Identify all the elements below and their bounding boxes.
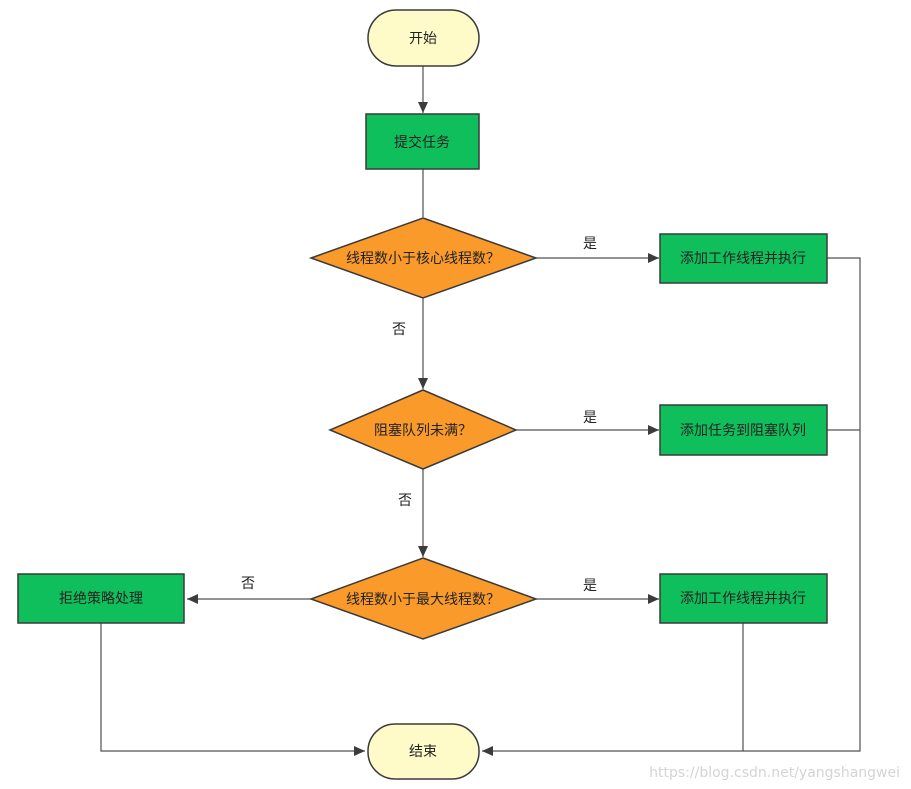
edge-label-no-3: 否 — [241, 576, 255, 592]
decision-max-threads-label: 线程数小于最大线程数？ — [346, 592, 500, 608]
add-worker-label-2: 添加工作线程并执行 — [680, 591, 806, 607]
reject-policy-label: 拒绝策略处理 — [59, 590, 143, 607]
decision-core-threads-label: 线程数小于核心线程数？ — [346, 251, 500, 267]
watermark: https://blog.csdn.net/yangshangwei — [649, 765, 900, 781]
edge-label-yes-3: 是 — [583, 578, 597, 594]
edge-label-yes-2: 是 — [583, 410, 597, 426]
submit-task-node: 提交任务 — [365, 113, 480, 170]
decision-queue-label: 阻塞队列未满？ — [374, 422, 472, 439]
add-worker-node-2: 添加工作线程并执行 — [659, 573, 828, 624]
edges — [100, 66, 861, 756]
start-label: 开始 — [409, 31, 437, 47]
edge-label-yes-1: 是 — [583, 236, 597, 252]
decision-queue: 阻塞队列未满？ — [328, 389, 518, 470]
add-to-queue-label: 添加任务到阻塞队列 — [680, 422, 806, 439]
add-to-queue-node: 添加任务到阻塞队列 — [659, 404, 828, 456]
submit-task-label: 提交任务 — [394, 134, 450, 151]
add-worker-node-1: 添加工作线程并执行 — [659, 233, 828, 284]
end-label: 结束 — [409, 744, 437, 760]
add-worker-label-1: 添加工作线程并执行 — [680, 251, 806, 267]
reject-policy-node: 拒绝策略处理 — [17, 573, 185, 624]
decision-max-threads: 线程数小于最大线程数？ — [308, 557, 539, 640]
decision-core-threads: 线程数小于核心线程数？ — [308, 217, 539, 299]
start-node: 开始 — [367, 9, 480, 67]
edge-label-no-1: 否 — [392, 322, 406, 338]
edge-label-no-2: 否 — [398, 493, 412, 509]
end-node: 结束 — [367, 723, 480, 780]
edge-reject-end — [100, 623, 365, 756]
edge-worker1-end — [482, 257, 861, 756]
